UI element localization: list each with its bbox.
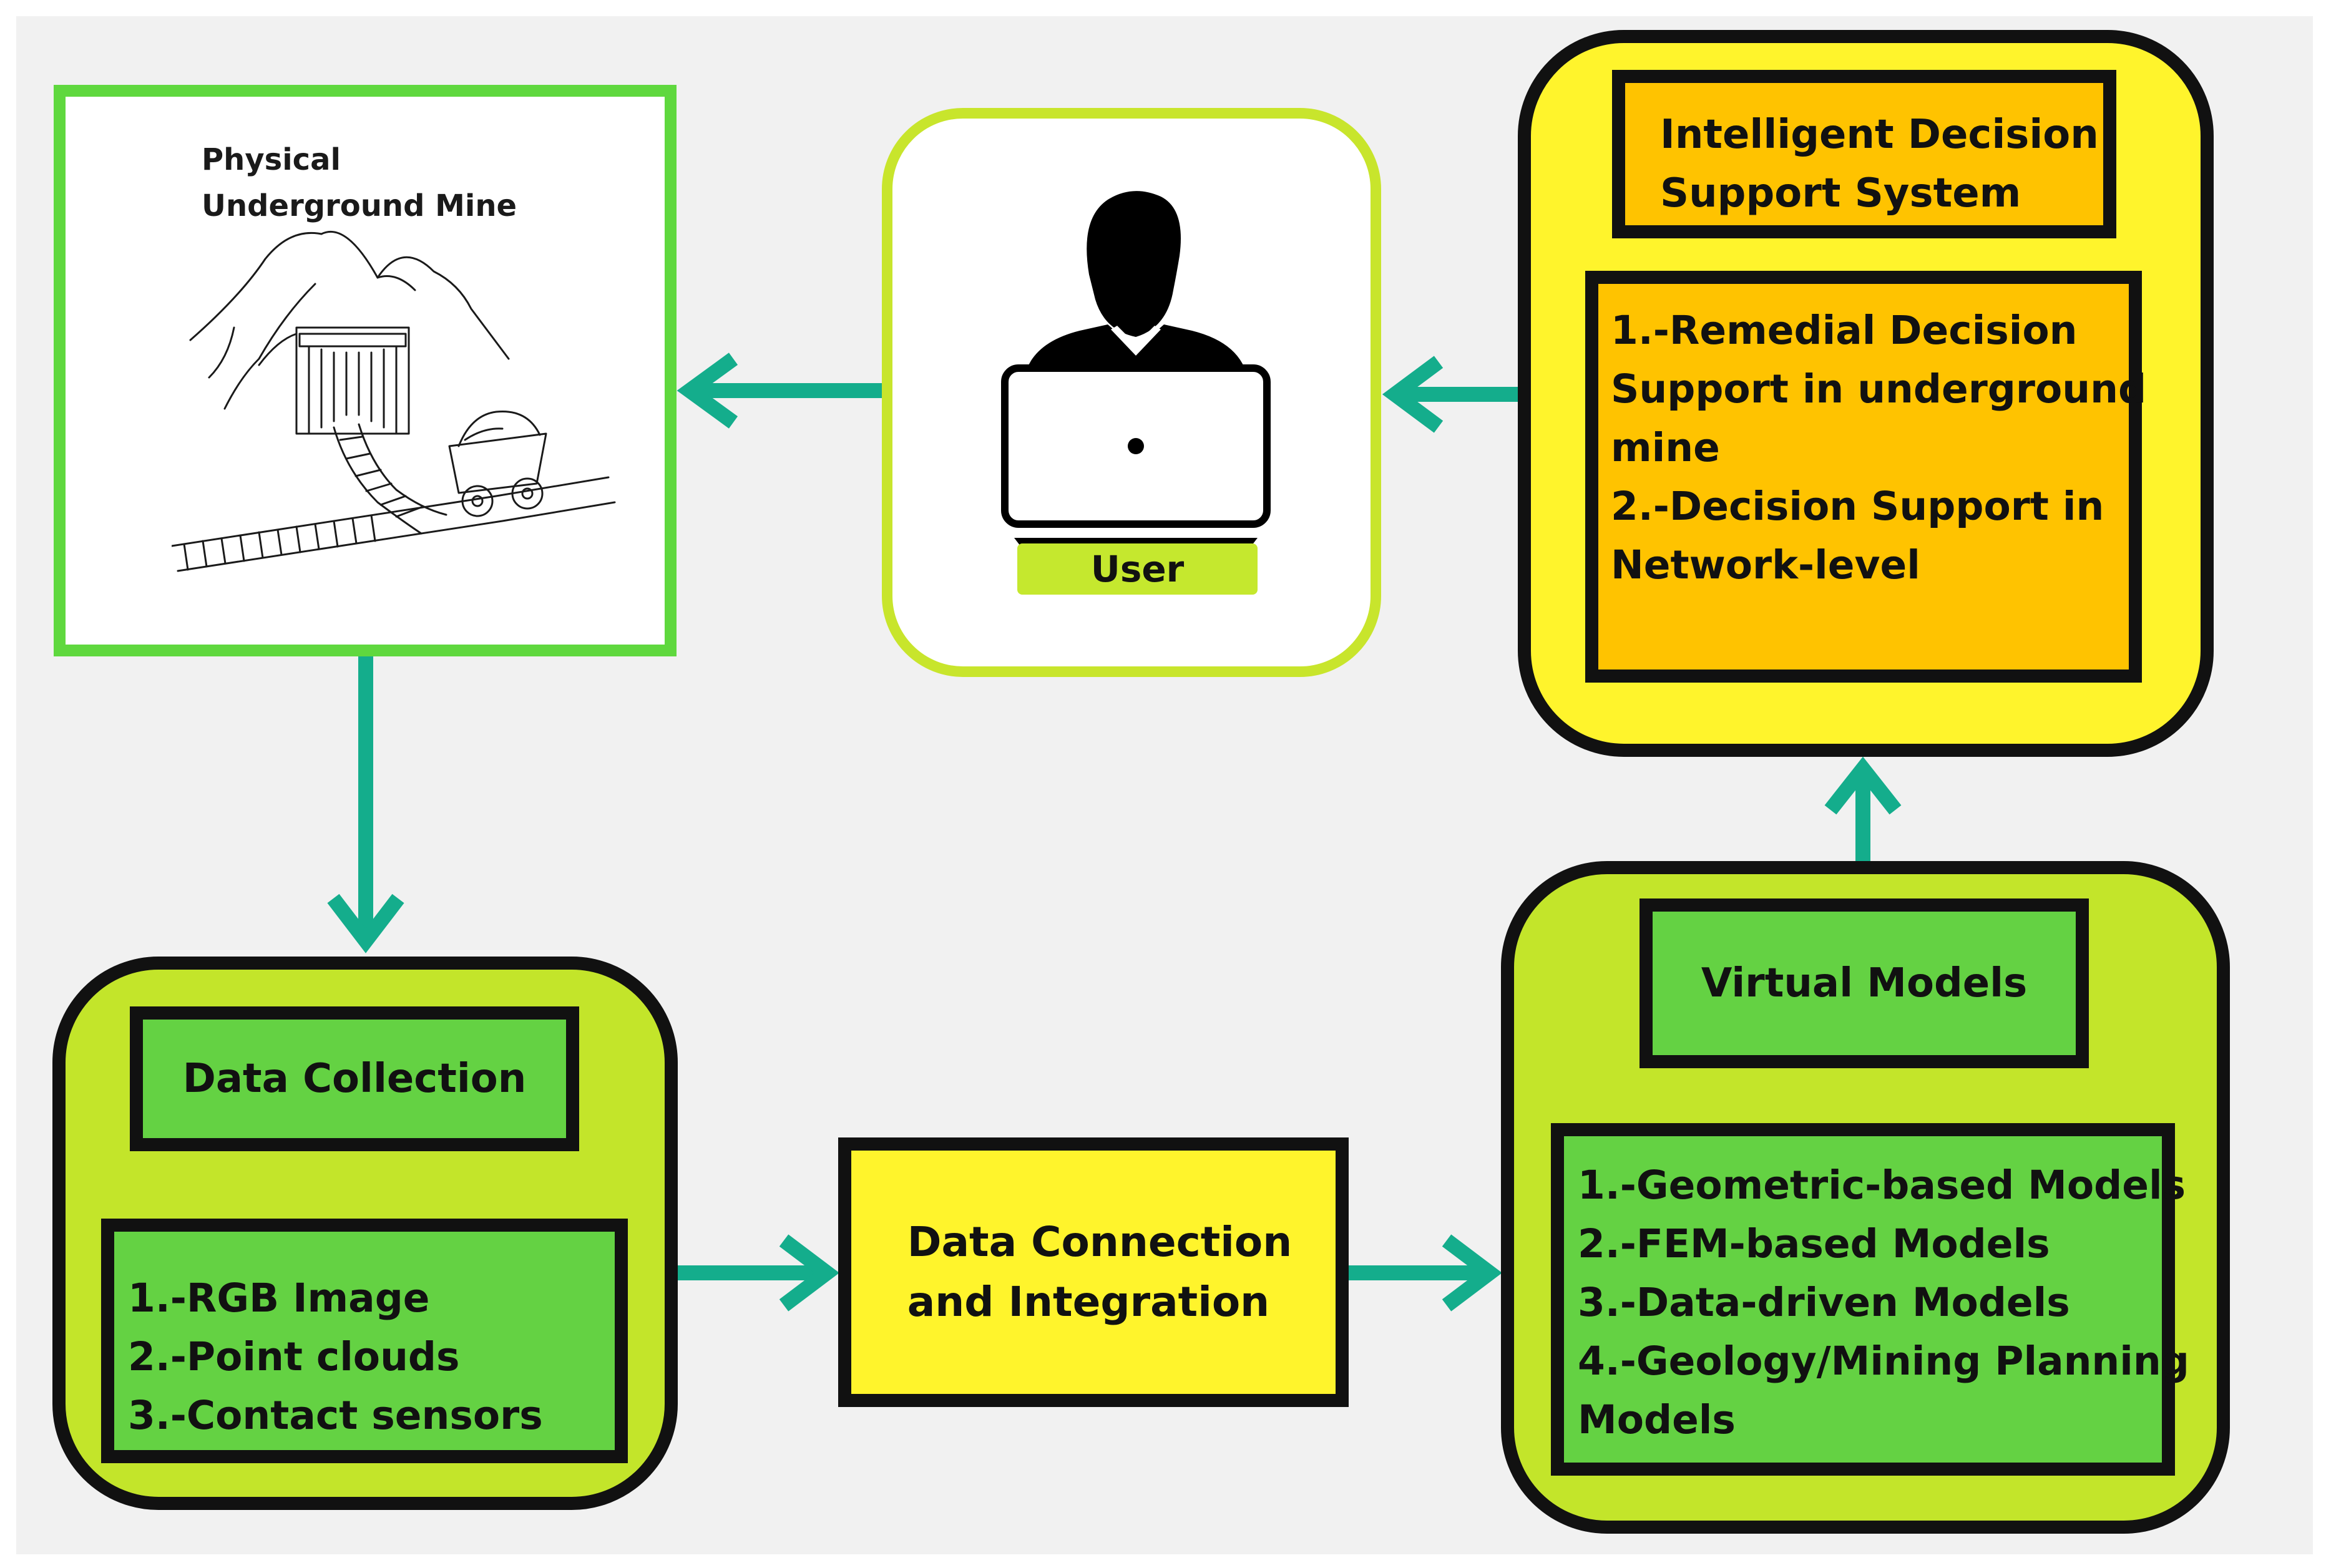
- data-connection-line2: and Integration: [907, 1278, 1270, 1326]
- data-collection-item: 1.-RGB Image: [128, 1275, 430, 1321]
- person-with-laptop-icon: [1001, 191, 1271, 546]
- data-collection-list-box: 1.-RGB Image 2.-Point clouds 3.-Contact …: [101, 1219, 628, 1463]
- data-connection-line1: Data Connection: [907, 1218, 1293, 1266]
- physical-mine-title-line1: Physical: [202, 142, 341, 177]
- physical-mine-title-line2: Underground Mine: [202, 188, 517, 223]
- idss-list-line: 2.-Decision Support in: [1611, 484, 2104, 529]
- physical-mine-panel: Physical Underground Mine: [54, 85, 677, 656]
- idss-list-line: mine: [1611, 425, 1720, 470]
- data-collection-title-box: Data Collection: [130, 1006, 579, 1151]
- data-connection-text: Data Connection and Integration: [895, 1212, 1293, 1332]
- mine-illustration: [172, 230, 616, 572]
- virtual-models-item: 1.-Geometric-based Models: [1578, 1162, 2186, 1208]
- data-collection-title: Data Collection: [182, 1056, 527, 1102]
- idss-list-line: 1.-Remedial Decision: [1611, 308, 2078, 353]
- idss-title-box: Intelligent Decision Support System: [1612, 70, 2116, 238]
- virtual-models-item: 4.-Geology/Mining Planning: [1578, 1338, 2189, 1384]
- virtual-models-title: Virtual Models: [1701, 960, 2028, 1006]
- arrow-mine-to-collection-head: [327, 894, 404, 953]
- physical-mine-title: Physical Underground Mine: [202, 137, 576, 229]
- idss-title-line2: Support System: [1660, 170, 2021, 217]
- virtual-models-item: 3.-Data-driven Models: [1578, 1280, 2070, 1325]
- user-label: User: [1017, 543, 1258, 595]
- virtual-models-title-box: Virtual Models: [1640, 898, 2089, 1068]
- virtual-models-item: Models: [1578, 1397, 1736, 1443]
- idss-list-box: 1.-Remedial Decision Support in undergro…: [1585, 271, 2147, 683]
- arrow-idss-to-user-head: [1382, 356, 1444, 433]
- idss-list-line: Network-level: [1611, 542, 1920, 588]
- arrow-collection-to-connection-head: [779, 1234, 839, 1312]
- idss-title-line1: Intelligent Decision: [1660, 112, 2099, 158]
- arrow-user-to-mine-head: [677, 353, 738, 429]
- data-collection-item: 2.-Point clouds: [128, 1334, 460, 1380]
- arrow-models-to-idss-head: [1824, 756, 1902, 815]
- data-collection-item: 3.-Contact sensors: [128, 1393, 543, 1438]
- idss-list-line: Support in underground: [1611, 366, 2147, 412]
- arrow-connection-to-models-head: [1442, 1234, 1502, 1312]
- data-connection-box: Data Connection and Integration: [838, 1137, 1349, 1407]
- user-panel: User: [882, 108, 1381, 677]
- virtual-models-list-box: 1.-Geometric-based Models 2.-FEM-based M…: [1551, 1123, 2189, 1476]
- virtual-models-item: 2.-FEM-based Models: [1578, 1221, 2050, 1267]
